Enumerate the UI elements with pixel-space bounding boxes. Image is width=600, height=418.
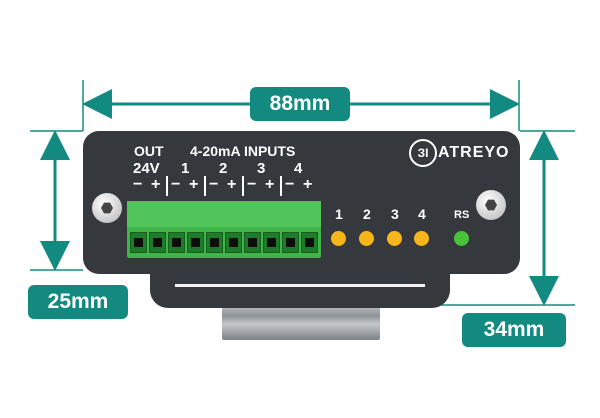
terminal-port — [130, 232, 147, 253]
terminal-port — [301, 232, 318, 253]
right-screw-icon — [476, 190, 506, 220]
led-input-3 — [387, 231, 402, 246]
polarity-minus: − — [133, 176, 143, 193]
input-number-1: 1 — [181, 160, 190, 177]
brand-logo-icon: ЗI — [409, 139, 437, 167]
input-number-2: 2 — [219, 160, 228, 177]
out-label: OUT — [134, 143, 164, 159]
polarity-separator — [280, 176, 282, 196]
device-lower-housing — [150, 268, 450, 308]
polarity-plus: + — [227, 176, 237, 193]
led-label-2: 2 — [363, 206, 371, 222]
brand-name: ATREYO — [438, 144, 510, 161]
led-input-2 — [359, 231, 374, 246]
depth-dimension-label: 34mm — [462, 313, 566, 347]
terminal-port — [225, 232, 242, 253]
input-number-4: 4 — [294, 160, 303, 177]
terminal-port — [263, 232, 280, 253]
input-number-3: 3 — [257, 160, 266, 177]
terminal-port — [149, 232, 166, 253]
polarity-separator — [166, 176, 168, 196]
polarity-plus: + — [189, 176, 199, 193]
polarity-plus: + — [303, 176, 313, 193]
polarity-minus: − — [247, 176, 257, 193]
housing-slot — [175, 284, 425, 287]
polarity-separator — [242, 176, 244, 196]
led-rs — [454, 231, 469, 246]
terminal-port — [168, 232, 185, 253]
terminal-block — [127, 201, 321, 258]
polarity-minus: − — [285, 176, 295, 193]
terminal-port — [206, 232, 223, 253]
polarity-plus: + — [265, 176, 275, 193]
terminal-port — [244, 232, 261, 253]
led-input-4 — [414, 231, 429, 246]
polarity-separator — [204, 176, 206, 196]
out-24v-label: 24V — [133, 160, 160, 177]
polarity-plus: + — [151, 176, 161, 193]
rs-label: RS — [454, 209, 470, 221]
polarity-minus: − — [171, 176, 181, 193]
height-dimension-label: 25mm — [28, 285, 128, 319]
inputs-label: 4-20mA INPUTS — [190, 143, 296, 159]
left-screw-icon — [92, 193, 122, 223]
terminal-port — [187, 232, 204, 253]
led-label-3: 3 — [391, 206, 399, 222]
led-label-1: 1 — [335, 206, 343, 222]
led-label-4: 4 — [418, 206, 426, 222]
polarity-minus: − — [209, 176, 219, 193]
led-input-1 — [331, 231, 346, 246]
terminal-port — [282, 232, 299, 253]
width-dimension-label: 88mm — [250, 87, 350, 121]
